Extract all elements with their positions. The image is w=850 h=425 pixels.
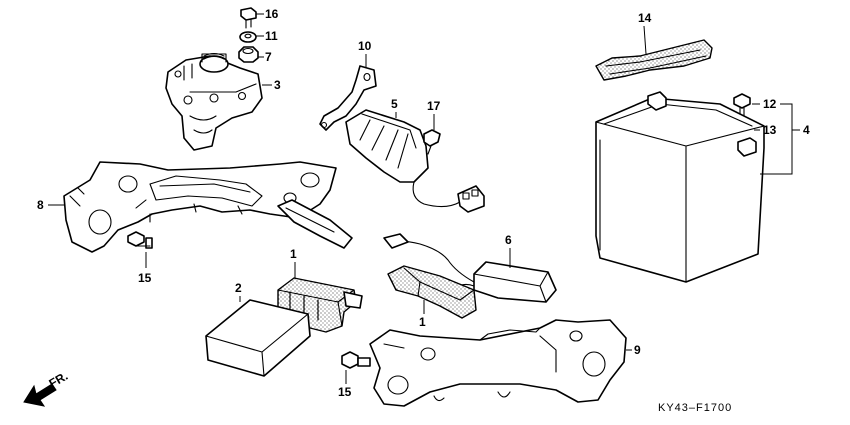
bolt-15a-shape (127, 231, 153, 249)
callout-8: 8 (37, 198, 44, 212)
callout-9: 9 (634, 343, 641, 357)
bolt-16-shape (240, 7, 257, 29)
washer-11-shape (239, 31, 257, 43)
bolt-15b-shape (341, 351, 371, 369)
bracket-10-shape (319, 65, 377, 131)
actuator-3-shape (165, 52, 263, 151)
callout-1a: 1 (290, 247, 297, 261)
callout-14: 14 (638, 11, 652, 25)
front-arrow-icon (23, 383, 57, 407)
bracket-8-shape (63, 161, 353, 253)
pad-2-shape (205, 299, 311, 377)
module-6-shape (383, 233, 557, 303)
leader-lines (48, 13, 800, 384)
callout-10: 10 (358, 39, 372, 53)
callout-5: 5 (391, 97, 398, 111)
bolt-17-shape (423, 129, 441, 155)
callout-12: 12 (763, 97, 777, 111)
callout-11: 11 (265, 29, 278, 43)
callout-15b: 15 (338, 385, 352, 399)
diagram-code: KY43–F1700 (658, 402, 732, 414)
callout-15a: 15 (138, 271, 152, 285)
callout-1b: 1 (419, 315, 426, 329)
callout-7: 7 (265, 50, 272, 64)
bracket-9-shape (369, 319, 627, 407)
callout-6: 6 (505, 233, 512, 247)
callout-4: 4 (803, 123, 810, 137)
callout-16: 16 (265, 7, 279, 21)
callout-13: 13 (763, 123, 777, 137)
callout-17: 17 (427, 99, 441, 113)
regulator-5-shape (345, 109, 485, 213)
holder-1b-shape (387, 265, 477, 319)
nut-7-shape (238, 46, 259, 63)
strap-14-shape (595, 39, 713, 81)
callout-2: 2 (235, 281, 242, 295)
callout-3: 3 (274, 78, 281, 92)
battery-4-shape (595, 91, 765, 283)
